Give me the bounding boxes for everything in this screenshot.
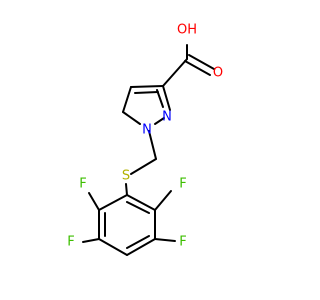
fluorine-upper-right-label: F	[179, 177, 186, 192]
bond-n2-c3-inner	[156, 89, 164, 108]
bond-n2-c3	[162, 85, 171, 111]
fluorine-lower-right-label: F	[179, 235, 186, 250]
bond-n1-n2	[154, 117, 165, 125]
bond-n1-ch2	[148, 130, 157, 160]
sulfur-label: S	[122, 169, 130, 184]
bond-aryl-f-lower-left	[82, 238, 100, 243]
bond-c4-c5	[122, 86, 132, 113]
nitrogen-n2-label: N	[162, 110, 172, 125]
bond-aryl-c1-c2	[98, 194, 128, 211]
bond-aryl-f-upper-left	[88, 192, 100, 211]
atom-labels: OH O N N S F F F F	[67, 23, 223, 250]
bond-lines	[82, 44, 215, 256]
fluorine-lower-left-label: F	[67, 235, 74, 250]
bond-s-aryl	[125, 183, 128, 196]
bond-aryl-c3-c4	[98, 238, 128, 256]
bond-aryl-f-upper-right	[154, 190, 172, 211]
oxygen-carbonyl-label: O	[213, 66, 223, 81]
bond-aryl-c4-c5	[126, 238, 156, 256]
bond-ring-to-cooh	[162, 58, 188, 87]
nitrogen-n1-label: N	[142, 123, 152, 138]
bond-cooh-carbonyl-b	[188, 54, 215, 70]
bond-aryl-c6-c1	[126, 194, 156, 211]
oxygen-hydroxyl-label: OH	[177, 23, 197, 38]
bond-c3-c4	[130, 85, 164, 88]
bond-c3-c4-inner	[134, 91, 159, 94]
bond-ch2-s	[130, 158, 157, 175]
bond-aryl-f-lower-right	[154, 238, 176, 242]
molecule-structure-diagram: OH O N N S F F F F	[67, 23, 223, 256]
fluorine-upper-left-label: F	[79, 177, 86, 192]
bond-aryl-c4-c5-inner	[126, 235, 150, 249]
bond-c5-n1	[122, 111, 141, 125]
bond-aryl-c6-c1-inner	[126, 201, 150, 214]
bond-cooh-carbonyl-a	[184, 60, 211, 76]
